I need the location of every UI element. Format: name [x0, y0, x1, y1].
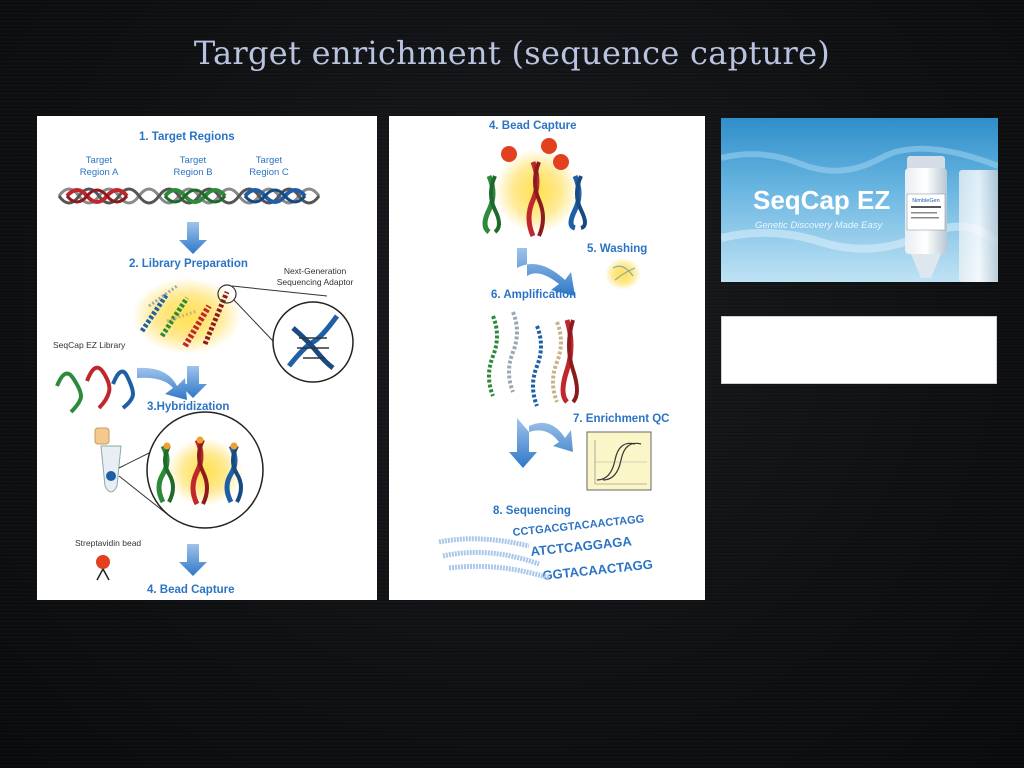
step7-label: 7. Enrichment QC: [573, 413, 670, 425]
region-c-line1: Target: [256, 155, 283, 166]
region-b-line1: Target: [180, 155, 207, 166]
zoom-marker: [217, 284, 237, 304]
tube-icon: [94, 427, 122, 493]
amplified-dna: [487, 311, 579, 407]
bead-label: Streptavidin bead: [75, 538, 141, 548]
slide-title: Target enrichment (sequence capture): [193, 34, 831, 72]
seqcap-ez-banner: NimbleGen SeqCap EZ Genetic Discovery Ma…: [721, 118, 998, 282]
seqcap-library-probes: [55, 365, 136, 414]
seqcap-ez-banner-graphic: NimbleGen SeqCap EZ Genetic Discovery Ma…: [721, 118, 998, 282]
step4-label-left: 4. Bead Capture: [147, 584, 235, 596]
step1-label: 1. Target Regions: [139, 131, 235, 143]
library-fragments: [132, 278, 242, 354]
region-a-line2: Region A: [80, 167, 119, 178]
curved-arrow-icon: [137, 367, 187, 400]
hybridized-dna: [156, 436, 243, 506]
step6-label: 6. Amplification: [491, 289, 576, 301]
region-c-line2: Region C: [249, 167, 289, 178]
step2-label: 2. Library Preparation: [129, 258, 248, 270]
adaptor-line1: Next-Generation: [284, 266, 347, 276]
sequence-reads: CCTGACGTACAACTAGG ATCTCAGGAGA GGTACAACTA…: [438, 513, 654, 583]
curved-arrow-icon: [517, 248, 575, 296]
streptavidin-bead-icon: [96, 555, 110, 581]
library-label: SeqCap EZ Library: [53, 340, 126, 350]
seqcap-brand: SeqCap EZ: [753, 185, 890, 215]
workflow-diagram-left: 1. Target Regions Target Region A Target…: [53, 131, 354, 596]
step4-label-right: 4. Bead Capture: [489, 120, 577, 132]
workflow-panel-right: 4. Bead Capture 5. Washing 6. Amplificat…: [389, 116, 705, 600]
blank-text-box: [721, 316, 997, 384]
branch-arrow-icon: [509, 418, 573, 468]
seqcap-tagline: Genetic Discovery Made Easy: [755, 220, 883, 231]
workflow-panel-left: 1. Target Regions Target Region A Target…: [37, 116, 377, 600]
region-b-line2: Region B: [173, 167, 212, 178]
enrichment-qc-plot: [586, 431, 652, 491]
streptavidin-beads: [501, 138, 569, 170]
sequence-read-3: GGTACAACTAGG: [542, 556, 654, 582]
genome-dna-strand: [57, 187, 321, 205]
sequence-read-2: ATCTCAGGAGA: [530, 533, 633, 559]
adaptor-line2: Sequencing Adaptor: [277, 277, 354, 287]
seqcap-vial-icon: NimbleGen: [905, 156, 998, 282]
down-arrow-icon: [179, 222, 207, 254]
step5-label: 5. Washing: [587, 243, 647, 255]
down-arrow-icon: [179, 366, 207, 398]
bead-capture-dna: [482, 161, 587, 238]
vial-label: NimbleGen: [912, 198, 940, 204]
region-a-line1: Target: [86, 155, 113, 166]
down-arrow-icon: [179, 544, 207, 576]
step3-label: 3.Hybridization: [147, 401, 229, 413]
step8-label: 8. Sequencing: [493, 505, 571, 517]
workflow-diagram-right: 4. Bead Capture 5. Washing 6. Amplificat…: [438, 120, 670, 583]
